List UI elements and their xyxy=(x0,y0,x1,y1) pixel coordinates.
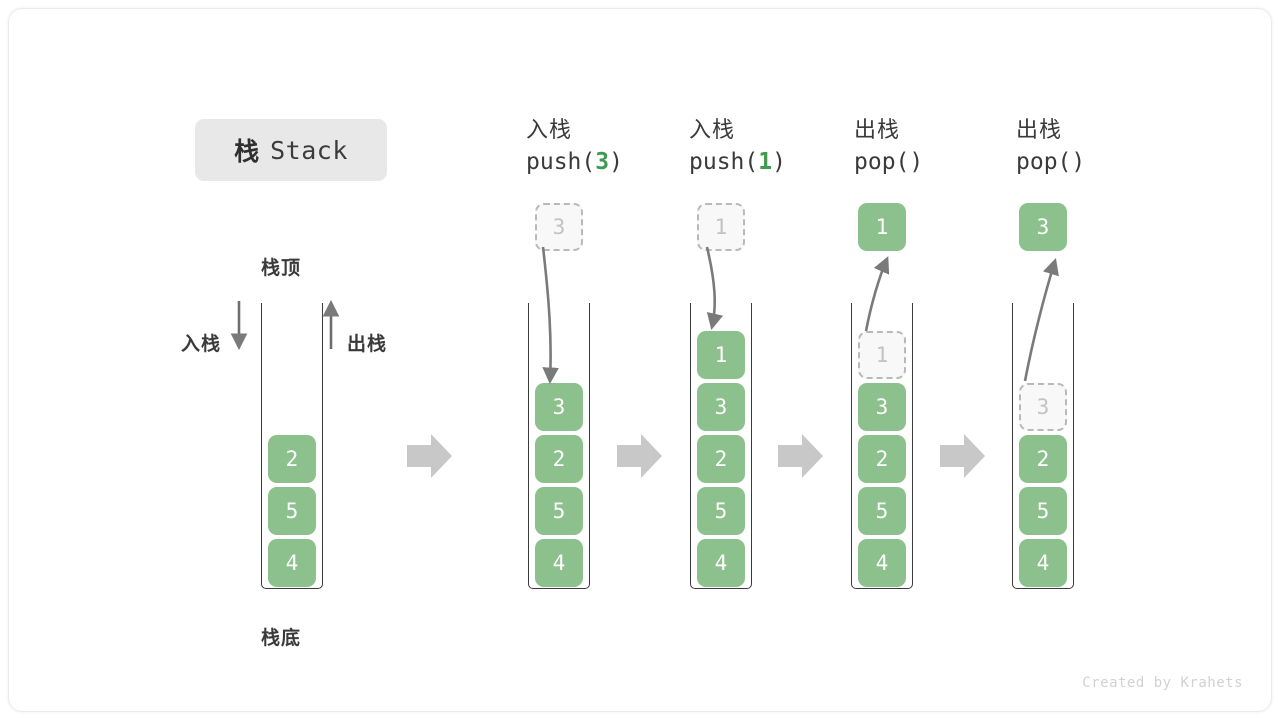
stack-box-step-2-2: 2 xyxy=(858,435,906,483)
title-en: Stack xyxy=(270,135,348,165)
stack-box-step-1-1: 1 xyxy=(697,331,745,379)
step-header-2-title: 出栈 xyxy=(854,117,901,142)
step-header-3: 出栈 pop() xyxy=(1016,115,1186,179)
step-header-1-title: 入栈 xyxy=(689,117,736,142)
stack-box-step-2-5: 5 xyxy=(858,487,906,535)
stack-box-step-3-4: 4 xyxy=(1019,539,1067,587)
step-header-3-code: pop() xyxy=(1016,149,1086,175)
flow-block-arrow-0 xyxy=(407,434,452,478)
initial-stack-box-5: 5 xyxy=(268,487,316,535)
step-header-1: 入栈 push(1) xyxy=(689,115,859,179)
stack-box-step-2-4: 4 xyxy=(858,539,906,587)
stack-bottom-label: 栈底 xyxy=(261,628,302,649)
title-cjk: 栈 xyxy=(234,138,261,166)
stack-container-step-1 xyxy=(690,303,752,589)
push-side-label: 入栈 xyxy=(181,334,222,355)
diagram-canvas: 栈 Stack 栈顶 入栈 出栈 栈底 入栈 push(3) 入栈 push(1… xyxy=(8,8,1272,712)
stack-box-step-1-4: 4 xyxy=(697,539,745,587)
outside-box-step-1: 1 xyxy=(697,203,745,251)
stack-box-step-0-5: 5 xyxy=(535,487,583,535)
step-header-0: 入栈 push(3) xyxy=(526,115,696,179)
flow-block-arrow-2 xyxy=(778,434,823,478)
outside-box-step-3: 3 xyxy=(1019,203,1067,251)
step-header-1-code: push(1) xyxy=(689,149,786,175)
stack-box-step-0-3: 3 xyxy=(535,383,583,431)
stack-box-step-1-3: 3 xyxy=(697,383,745,431)
stack-box-step-1-5: 5 xyxy=(697,487,745,535)
stack-container-step-2 xyxy=(851,303,913,589)
stack-box-step-2-3: 3 xyxy=(858,383,906,431)
diagram-title-chip: 栈 Stack xyxy=(195,119,387,181)
stack-box-step-2-1: 1 xyxy=(858,331,906,379)
stack-box-step-1-2: 2 xyxy=(697,435,745,483)
stack-box-step-0-4: 4 xyxy=(535,539,583,587)
step-header-2: 出栈 pop() xyxy=(854,115,1024,179)
outside-box-step-2: 1 xyxy=(858,203,906,251)
stack-top-label: 栈顶 xyxy=(261,258,302,279)
stack-container-step-0 xyxy=(528,303,590,589)
stack-container-initial xyxy=(261,303,323,589)
step-header-0-title: 入栈 xyxy=(526,117,573,142)
pop-side-label: 出栈 xyxy=(347,334,388,355)
stack-container-step-3 xyxy=(1012,303,1074,589)
initial-stack-box-4: 4 xyxy=(268,539,316,587)
step-header-3-title: 出栈 xyxy=(1016,117,1063,142)
stack-box-step-0-2: 2 xyxy=(535,435,583,483)
stack-box-step-3-2: 2 xyxy=(1019,435,1067,483)
stack-box-step-3-5: 5 xyxy=(1019,487,1067,535)
watermark: Created by Krahets xyxy=(1082,675,1243,691)
flow-block-arrow-1 xyxy=(617,434,662,478)
initial-stack-box-2: 2 xyxy=(268,435,316,483)
step-header-2-code: pop() xyxy=(854,149,924,175)
outside-box-step-0: 3 xyxy=(535,203,583,251)
stack-box-step-3-3: 3 xyxy=(1019,383,1067,431)
flow-block-arrow-3 xyxy=(940,434,985,478)
step-header-0-code: push(3) xyxy=(526,149,623,175)
